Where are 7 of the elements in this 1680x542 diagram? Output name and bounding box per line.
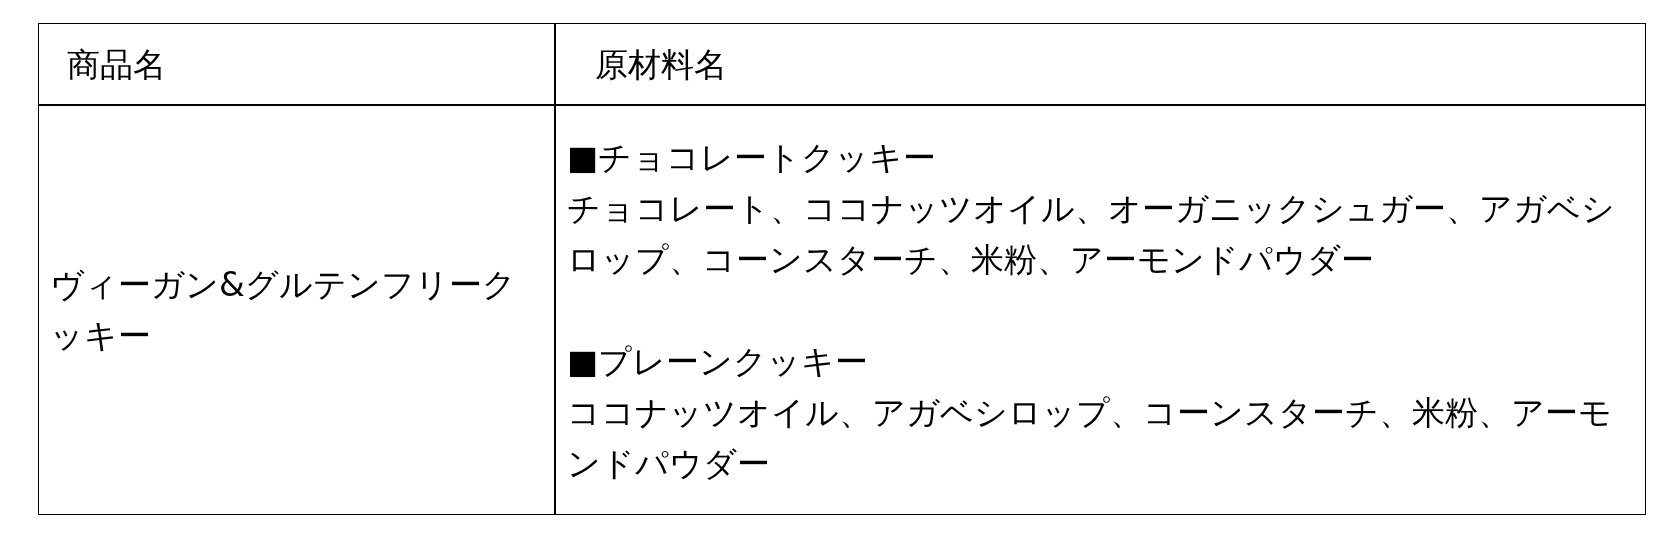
section-heading: ■チョコレートクッキー bbox=[567, 136, 938, 179]
column-header: 原材料名 bbox=[595, 43, 728, 86]
ingredient-list: ココナッツオイル、アガベシロップ、コーンスターチ、米粉、アーモンドパウダー bbox=[567, 386, 1615, 489]
column-header: 商品名 bbox=[67, 43, 167, 86]
product-name: ヴィーガン&グルテンフリークッキー bbox=[50, 264, 517, 357]
section-heading: ■プレーンクッキー bbox=[567, 340, 870, 383]
ingredient-list: チョコレート、ココナッツオイル、オーガニックシュガー、アガベシロップ、コーンスターチ、米粉、アーモンドパウダー bbox=[567, 182, 1615, 285]
